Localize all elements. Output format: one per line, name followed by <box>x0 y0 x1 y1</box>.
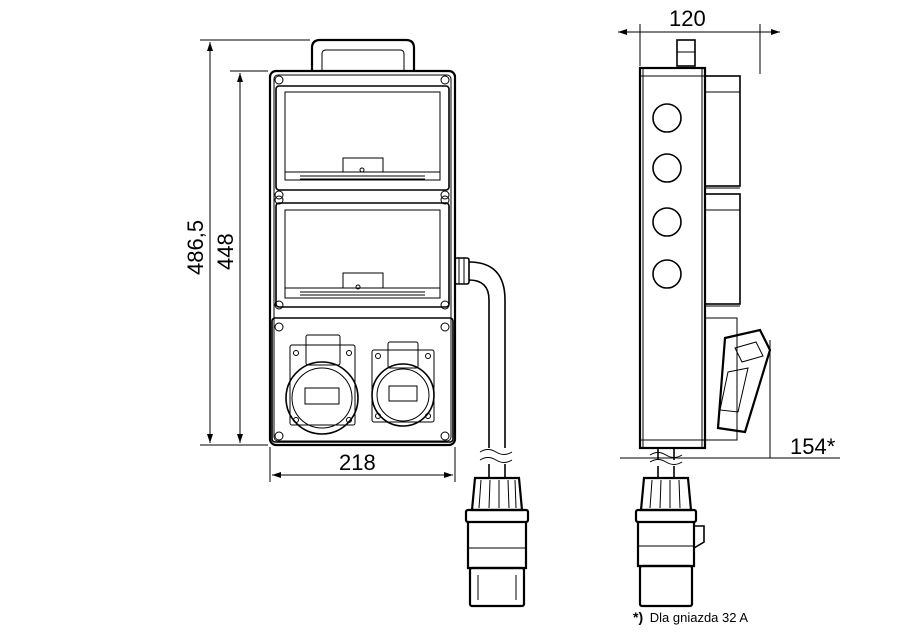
dimension-lines-front <box>200 39 456 482</box>
socket-side <box>704 317 772 441</box>
dimension-lines-side <box>618 24 840 459</box>
screw-icon <box>274 75 450 441</box>
dim-total-height: 486,5 <box>183 220 208 275</box>
front-view <box>200 38 530 608</box>
enclosure-side <box>638 66 707 450</box>
inspection-window-lower <box>275 202 450 308</box>
dim-depth-socket: 154* <box>790 434 836 459</box>
cable-gland <box>454 257 470 285</box>
dim-depth: 120 <box>669 6 706 31</box>
supply-cable <box>468 261 506 448</box>
knockout-holes <box>652 103 682 289</box>
socket-32a <box>285 334 359 435</box>
footnote-text: Dla gniazda 32 A <box>650 610 749 625</box>
inspection-window-upper <box>275 85 450 191</box>
enclosure-body <box>268 69 457 447</box>
carry-handle <box>310 38 416 70</box>
side-view <box>618 24 840 608</box>
cee-plug-side <box>634 466 705 608</box>
footnote-marker: *) <box>633 609 643 625</box>
socket-16a <box>371 341 435 427</box>
footnote: *) Dla gniazda 32 A <box>633 609 748 625</box>
dim-body-height: 448 <box>213 233 238 270</box>
cee-plug <box>464 464 530 608</box>
dim-width: 218 <box>339 450 376 475</box>
